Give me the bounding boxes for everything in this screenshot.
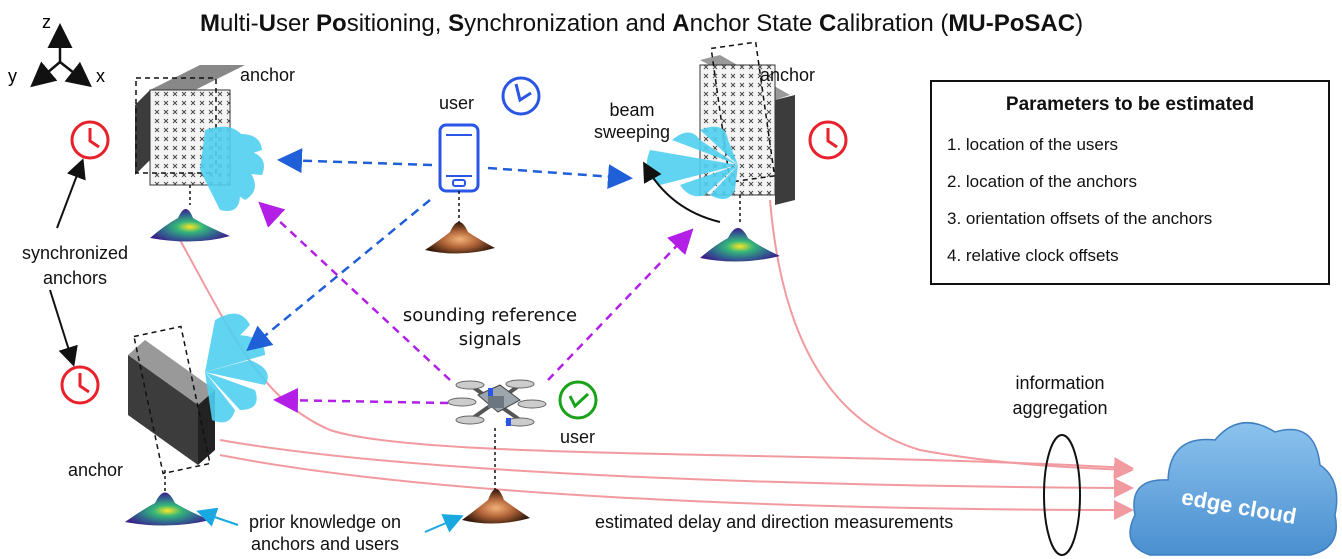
axis-y-label: y: [8, 66, 17, 86]
beam-bottom-left: [205, 313, 268, 423]
clock-icon-tr: [808, 120, 848, 160]
axes-icon: [30, 23, 92, 88]
peak-phone-user: [425, 222, 495, 254]
sync-arrows: [49, 158, 86, 367]
peak-top-left: [150, 209, 230, 242]
drone-signal-arrows: [258, 201, 694, 413]
anchors-label: anchors: [42, 268, 108, 288]
beam-top-left: [200, 126, 264, 211]
title-part: ulti-: [220, 10, 259, 37]
peak-bottom-left: [125, 492, 210, 526]
user-label-drone: user: [560, 427, 596, 447]
anchor-bottom-left: [128, 325, 215, 505]
title-part: ser: [276, 10, 317, 37]
page-title: Multi-User Positioning, Synchronization …: [200, 10, 1330, 38]
axis-z-label: z: [42, 12, 51, 32]
sounding-label-1: sounding reference: [402, 305, 578, 326]
sweeping-label: sweeping: [593, 122, 671, 142]
info-label-2: aggregation: [1012, 398, 1108, 418]
info-label-1: information: [1015, 373, 1105, 393]
clock-icon-drone: [558, 380, 598, 420]
clock-icon-phone: [501, 76, 541, 116]
title-part: M: [200, 10, 220, 37]
drone-icon: [447, 379, 547, 490]
title-part: S: [448, 10, 465, 37]
parameters-title: Parameters to be estimated: [1005, 94, 1255, 115]
anchor-top-right: [699, 41, 795, 225]
title-part: ynchronization and: [464, 10, 673, 37]
sounding-label-2: signals: [458, 329, 522, 350]
title-part: U: [258, 10, 277, 37]
beam-top-right: [646, 126, 738, 199]
prior-knowledge-arrows: [196, 507, 464, 533]
peak-drone-user: [462, 489, 530, 524]
synchronized-label: synchronized: [21, 243, 129, 263]
estimated-label: estimated delay and direction measuremen…: [595, 512, 954, 532]
parameter-item: 3. orientation offsets of the anchors: [947, 209, 1213, 228]
parameters-panel: Parameters to be estimated 1. location o…: [930, 80, 1330, 285]
clock-icon-bl: [60, 365, 100, 405]
clock-icon-tl: [70, 120, 110, 160]
user-label-phone: user: [439, 93, 475, 113]
peak-top-right: [700, 228, 780, 262]
title-part: ): [1075, 10, 1084, 37]
anchor-label-top-right: anchor: [760, 65, 816, 85]
axis-x-label: x: [96, 66, 105, 86]
parameter-item: 1. location of the users: [947, 135, 1119, 154]
title-part: MU-PoSAC: [948, 10, 1076, 37]
parameter-item: 2. location of the anchors: [947, 172, 1137, 191]
phone-signal-arrows: [246, 148, 633, 352]
anchor-label-bottom-left: anchor: [68, 460, 124, 480]
title-part: nchor State: [689, 10, 820, 37]
title-part: C: [819, 10, 837, 37]
title-part: alibration (: [836, 10, 949, 37]
title-part: A: [672, 10, 690, 37]
phone-icon: [438, 123, 480, 228]
parameter-item: 4. relative clock offsets: [947, 246, 1119, 265]
sweep-arrow: [643, 161, 721, 223]
title-part: Po: [316, 10, 347, 37]
aggregation-ellipse: [1043, 434, 1081, 556]
prior-label-2: anchors and users: [250, 534, 400, 554]
prior-label-1: prior knowledge on: [248, 512, 402, 532]
anchor-label-top-left: anchor: [240, 65, 296, 85]
cloud-icon: [1129, 421, 1338, 556]
parameters-list: 1. location of the users 2. location of …: [932, 126, 1328, 274]
beam-label: beam: [609, 100, 655, 120]
title-part: sitioning,: [346, 10, 449, 37]
